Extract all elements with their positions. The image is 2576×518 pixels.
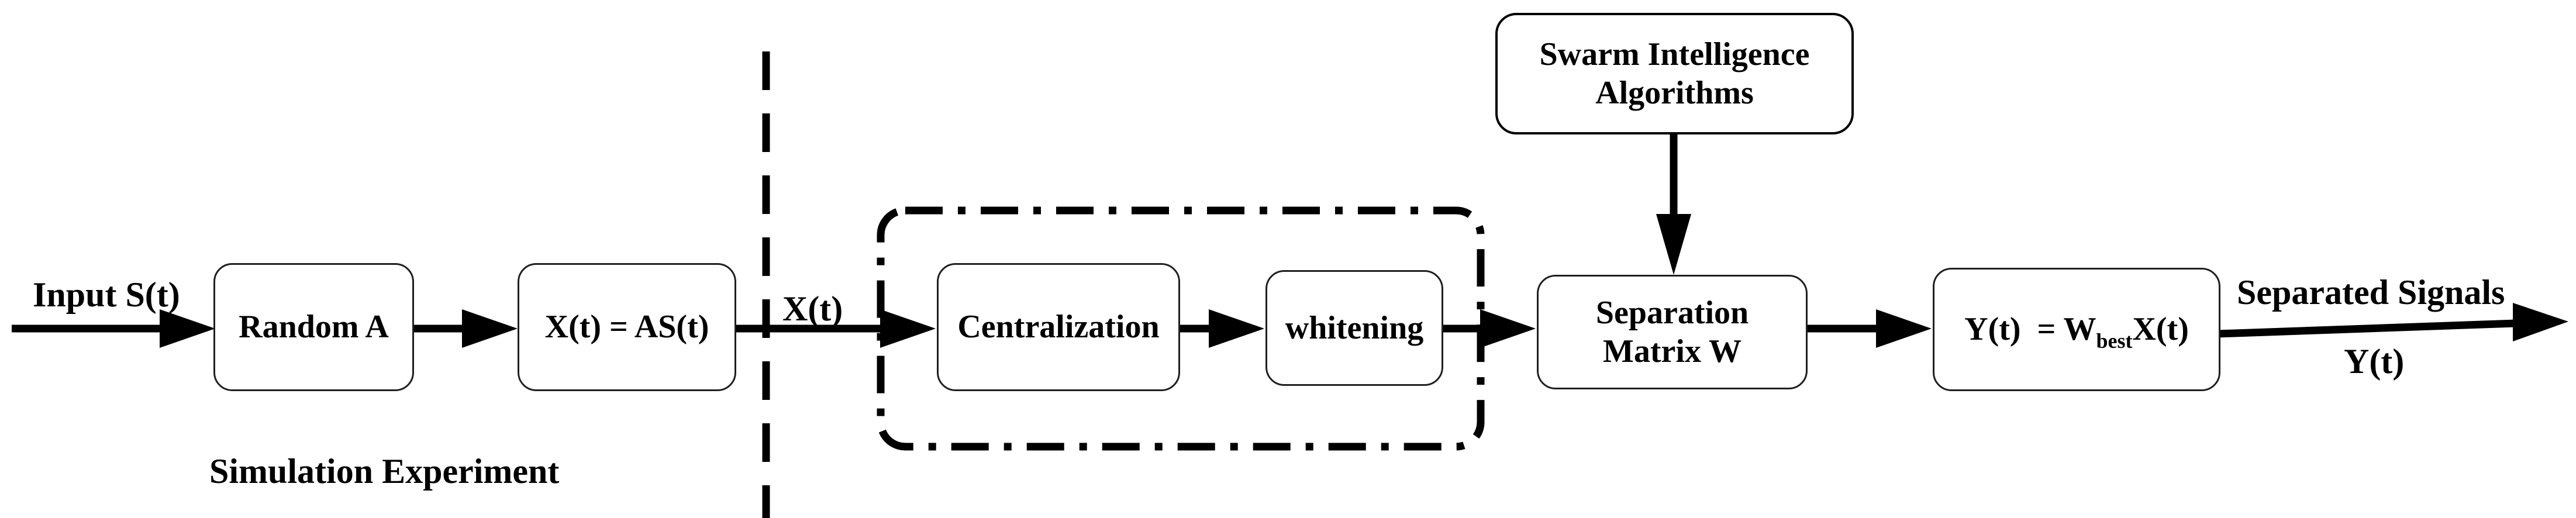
node-centralization: Centralization bbox=[937, 263, 1180, 391]
label-separated-signals-yt: Y(t) bbox=[2344, 342, 2405, 381]
node-mixing: X(t) = AS(t) bbox=[518, 263, 736, 391]
arrow-separation-to-output bbox=[1804, 309, 1932, 348]
node-whitening-label: whitening bbox=[1285, 309, 1424, 346]
arrow-output-to-separated-signals bbox=[2216, 303, 2568, 341]
output-formula: Y(t) = WbestX(t) bbox=[1964, 310, 2189, 353]
arrow-centralization-to-whitening bbox=[1177, 309, 1264, 348]
arrow-random-a-to-mixing bbox=[411, 309, 518, 348]
node-separation-label-line2: Matrix W bbox=[1603, 333, 1742, 369]
output-formula-post: X(t) bbox=[2132, 311, 2189, 348]
node-centralization-label: Centralization bbox=[957, 309, 1160, 346]
node-swarm-label-line1: Swarm Intelligence bbox=[1539, 36, 1810, 72]
label-input-signal: Input S(t) bbox=[33, 275, 180, 314]
node-whitening: whitening bbox=[1265, 270, 1443, 386]
node-separation-label-line1: Separation bbox=[1595, 294, 1749, 331]
caption-simulation-experiment: Simulation Experiment bbox=[209, 452, 560, 491]
arrow-input-to-random-a bbox=[12, 309, 215, 348]
label-mixed-signal: X(t) bbox=[782, 289, 843, 328]
node-random-a: Random A bbox=[213, 263, 414, 391]
arrow-mixing-to-centralization bbox=[733, 309, 936, 348]
node-swarm-intelligence: Swarm Intelligence Algorithms bbox=[1495, 13, 1854, 134]
arrow-swarm-to-separation bbox=[1656, 130, 1691, 275]
node-swarm-label-line2: Algorithms bbox=[1595, 75, 1754, 111]
node-mixing-label: X(t) = AS(t) bbox=[544, 309, 709, 346]
output-formula-subscript: best bbox=[2096, 329, 2133, 353]
node-separation-matrix: Separation Matrix W bbox=[1537, 275, 1808, 389]
node-random-a-label: Random A bbox=[239, 309, 389, 346]
label-separated-signals: Separated Signals bbox=[2237, 273, 2505, 312]
arrow-whitening-to-separation bbox=[1440, 309, 1536, 348]
output-formula-pre: Y(t) = W bbox=[1964, 311, 2096, 348]
node-output-formula: Y(t) = WbestX(t) bbox=[1933, 268, 2220, 391]
